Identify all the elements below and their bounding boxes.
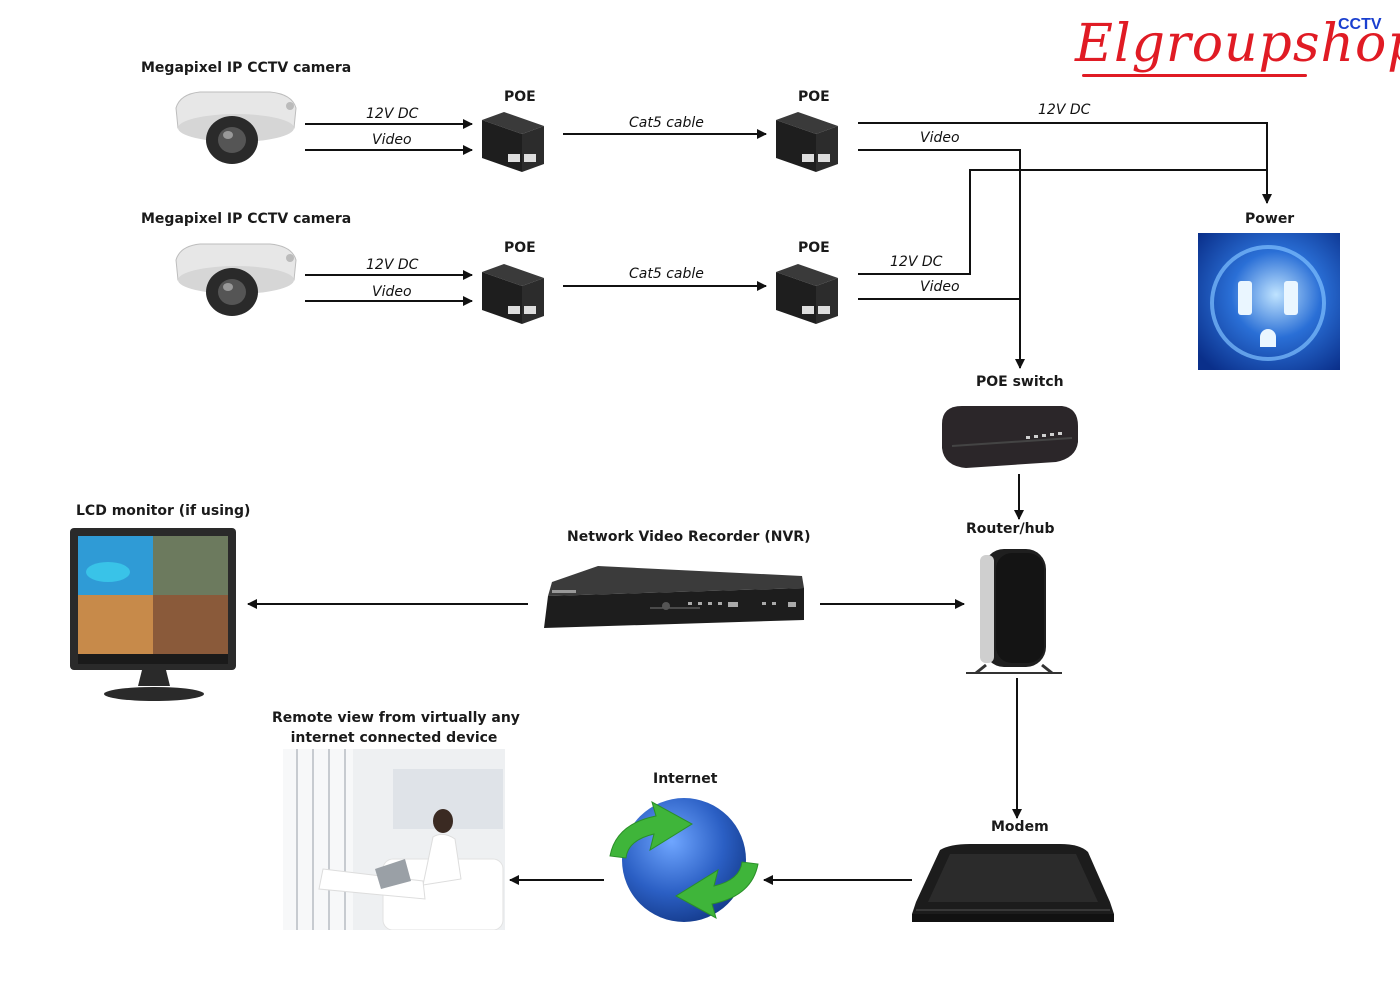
poe-injector-icon <box>482 264 544 324</box>
poe1-video-line <box>858 149 1025 369</box>
brand-logo: Elgroupshop <box>1075 14 1400 74</box>
poe2-out-video-label: Video <box>920 279 960 295</box>
nvr-icon <box>544 566 804 628</box>
poe-right-2-label: POE <box>798 240 830 256</box>
internet-label: Internet <box>653 771 718 787</box>
internet-globe-icon <box>609 798 759 922</box>
dome-camera-icon <box>175 91 297 164</box>
poe-injector-icon <box>482 112 544 172</box>
cam2-power-label: 12V DC <box>366 257 419 273</box>
router-icon <box>966 549 1062 675</box>
poe-left-1-label: POE <box>504 89 536 105</box>
camera-1-label: Megapixel IP CCTV camera <box>141 60 352 76</box>
router-label: Router/hub <box>966 521 1055 537</box>
remote-label-line2: internet connected device <box>290 730 498 746</box>
poe1-power-line <box>858 122 1272 204</box>
poe1-out-video-label: Video <box>920 130 960 146</box>
modem-icon <box>912 844 1114 922</box>
poe-injector-icon <box>776 112 838 172</box>
cam1-power-label: 12V DC <box>366 106 419 122</box>
poe-injector-icon <box>776 264 838 324</box>
nvr-label: Network Video Recorder (NVR) <box>567 529 811 545</box>
cam1-video-label: Video <box>372 132 412 148</box>
modem-label: Modem <box>991 819 1049 835</box>
brand-underline <box>1082 74 1307 77</box>
cam2-video-label: Video <box>372 284 412 300</box>
power-outlet-icon <box>1198 233 1340 370</box>
poe-left-2-label: POE <box>504 240 536 256</box>
monitor-label: LCD monitor (if using) <box>76 503 251 519</box>
cat5-label-1: Cat5 cable <box>629 115 704 131</box>
poe2-out-power-label: 12V DC <box>890 254 943 270</box>
poe2-power-line <box>858 169 1267 275</box>
dome-camera-icon <box>175 243 297 316</box>
poe-switch-label: POE switch <box>976 374 1064 390</box>
cat5-label-2: Cat5 cable <box>629 266 704 282</box>
poe1-out-power-label: 12V DC <box>1038 102 1091 118</box>
remote-label-line1: Remote view from virtually any <box>272 710 520 726</box>
power-label: Power <box>1245 211 1295 227</box>
poe-right-1-label: POE <box>798 89 830 105</box>
laptop-user-photo <box>283 749 505 930</box>
camera-2-label: Megapixel IP CCTV camera <box>141 211 352 227</box>
brand-subtitle: CCTV <box>1338 16 1382 33</box>
network-switch-icon <box>942 406 1078 468</box>
lcd-monitor-icon <box>70 528 236 701</box>
